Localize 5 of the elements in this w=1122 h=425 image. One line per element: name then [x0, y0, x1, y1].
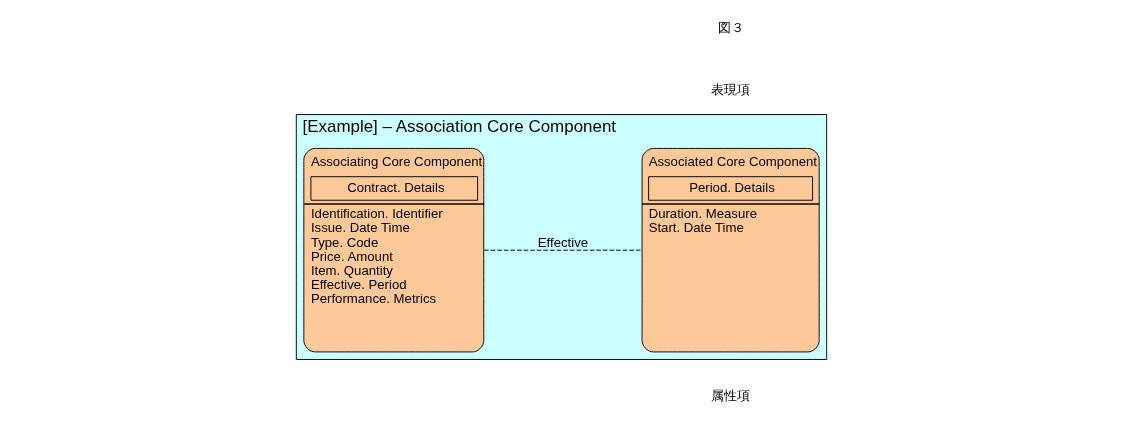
label: 属性項	[710, 387, 750, 403]
label: 表現項	[710, 81, 750, 97]
edge-label: Effective	[537, 234, 588, 250]
label: 図３	[717, 20, 744, 36]
connector	[483, 249, 642, 251]
